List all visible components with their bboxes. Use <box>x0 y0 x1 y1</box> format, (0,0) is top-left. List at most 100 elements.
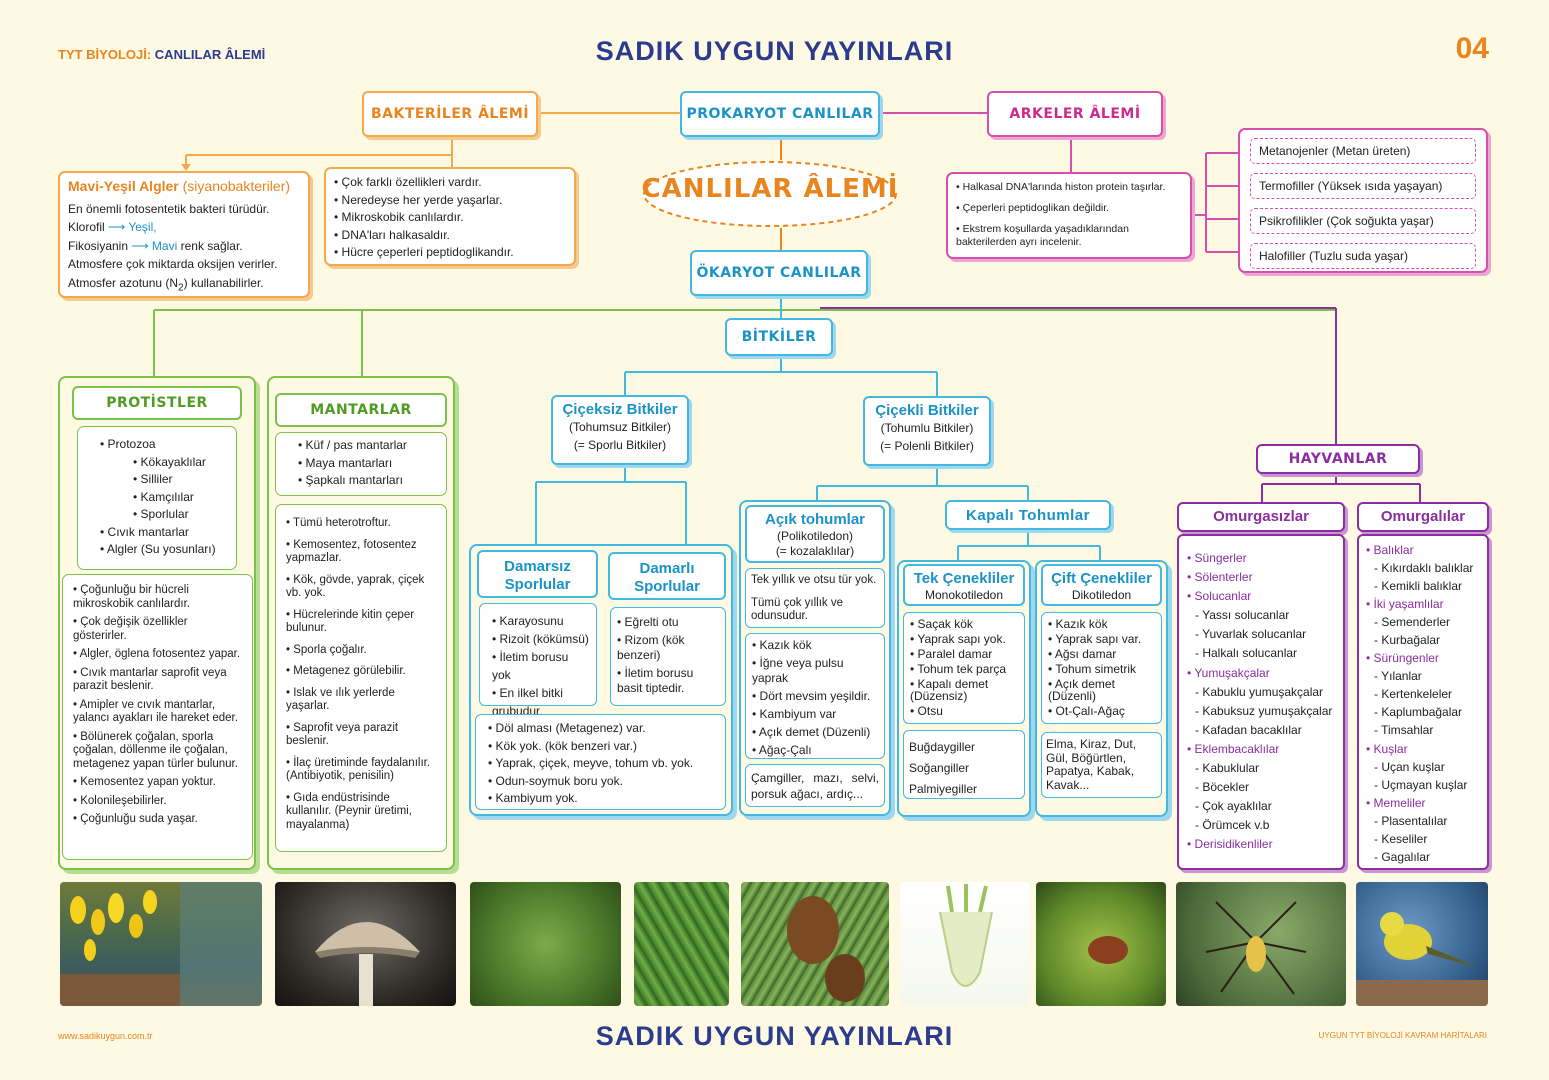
protist-feature: • Cıvık mantarlar saprofit veya parazit … <box>73 666 227 693</box>
omurgali-category: • Sürüngenler <box>1366 651 1439 666</box>
okaryot-title: ÖKARYOT CANLILAR <box>690 250 868 296</box>
omurgasiz-category: • Solucanlar <box>1187 589 1252 604</box>
omurgasiz-subitem: - Kabuksuz yumuşakçalar <box>1195 703 1333 718</box>
algae-line-5-sub: 2 <box>178 281 184 293</box>
cift-item: • Ağsı damar <box>1048 647 1117 661</box>
mantar-feature: • Islak ve ılık yerlerde yaşarlar. <box>286 686 395 713</box>
ciceksiz-sub1: (Tohumsuz Bitkiler) <box>568 420 672 434</box>
omurgali-subitem: - Plasentalılar <box>1374 813 1448 828</box>
bakteri-feature-text: Hücre çeperleri peptidoglikandır. <box>341 245 514 259</box>
mantar-type-text: Küf / pas mantarlar <box>305 438 407 452</box>
acik-sub2: (= kozalaklılar) <box>775 544 855 558</box>
center-title-cloud <box>643 161 897 227</box>
damarsiz-item: • İletim borusu yok <box>492 650 569 682</box>
arkeler-feature-text: Çeperleri peptidoglikan değildir. <box>962 202 1110 214</box>
mantar-feature-text: Islak ve ılık yerlerde yaşarlar. <box>286 686 395 713</box>
mantar-feature: • Tümü heterotroftur. <box>286 517 391 529</box>
mantar-type-text: Maya mantarları <box>305 455 393 470</box>
sporlu-feature-text: Kambiyum yok. <box>495 791 578 805</box>
damarli-item: • Rizom (kök benzeri) <box>617 633 685 662</box>
mantar-feature-text: Kök, gövde, yaprak, çiçek vb. yok. <box>286 573 425 600</box>
protist-feature: • Amipler ve cıvık mantarlar, yalancı ay… <box>73 698 238 725</box>
protistler-groups: • Protozoa • Kökayaklılar • Silliler • K… <box>77 426 237 570</box>
bakteri-feature: • Neredeyse her yerde yaşarlar. <box>334 192 503 207</box>
cift-sub: Dikotiledon <box>1071 588 1132 602</box>
slime-mold-and-algae-photo <box>60 882 262 1006</box>
cift-items: • Kazık kök • Yaprak sapı var. • Ağsı da… <box>1041 612 1162 724</box>
acik-item-text: Dört mevsim yeşildir. <box>759 689 871 703</box>
cift-item-text: Açık demet (Düzenli) <box>1048 677 1115 703</box>
subject-header: TYT BİYOLOJİ: CANLILAR ÂLEMİ <box>58 47 265 62</box>
mavi-yesil-algler-title: Mavi-Yeşil Algler <box>68 178 179 194</box>
acik-note-2: Tümü çok yıllık ve odunsudur. <box>751 596 844 623</box>
protozoa-item: • Kamçılılar <box>133 489 194 504</box>
series-name: UYGUN TYT BİYOLOJİ KAVRAM HARİTALARI <box>1318 1031 1487 1040</box>
bakteriler-alemi-title: BAKTERİLER ÂLEMİ <box>362 91 538 137</box>
page-number: 04 <box>1455 32 1489 65</box>
mantar-type-text: Şapkalı mantarları <box>305 473 403 487</box>
damarli-sporlular-title: Damarlı Sporlular <box>608 552 726 600</box>
sporlu-feature: • Kambiyum yok. <box>488 791 578 805</box>
tek-item-text: Paralel damar <box>917 647 993 661</box>
damarsiz-items: • Karayosunu • Rizoit (kökümsü) • İletim… <box>479 603 597 718</box>
acik-item: • Açık demet (Düzenli) <box>752 725 871 739</box>
mantarlar-features: • Tümü heterotroftur. • Kemosentez, foto… <box>275 504 447 852</box>
acik-item-text: Kambiyum var <box>759 707 837 721</box>
tek-sub: Monokotiledon <box>924 588 1004 602</box>
algae-line-5: Atmosfer azotunu (N2) kullanabilirler. <box>68 274 300 298</box>
damarsiz-item: • Karayosunu <box>492 614 564 628</box>
arkeler-feature: • Çeperleri peptidoglikan değildir. <box>956 202 1110 214</box>
omurgali-subitem: - Keseliler <box>1374 831 1428 846</box>
omurgasiz-subitem: - Böcekler <box>1195 780 1250 795</box>
mantar-feature: • İlaç üretiminde faydalanılır. (Antibiy… <box>286 756 431 783</box>
protist-feature: • Çok değişik özellikler gösterirler. <box>73 616 188 642</box>
bakteri-feature: • Mikroskobik canlılardır. <box>334 210 464 224</box>
mantar-feature-text: Sporla çoğalır. <box>293 643 367 656</box>
damarsiz-item-text: Rizoit (kökümsü) <box>499 632 589 646</box>
omurgali-subitem: - Gagalılar <box>1374 849 1431 864</box>
protist-feature-text: Amipler ve cıvık mantarlar, yalancı ayak… <box>73 698 238 725</box>
omurgali-category-text: Memeliler <box>1373 795 1426 810</box>
omurgasiz-subitem: - Halkalı solucanlar <box>1195 646 1298 661</box>
mavi-yesil-algler-heading: Mavi-Yeşil Algler (siyanobakteriler) <box>68 177 300 196</box>
protist-group: • Algler (Su yosunları) <box>100 542 216 556</box>
ciceksiz-title: Çiçeksiz Bitkiler <box>562 401 678 418</box>
arkeler-alemi-title: ARKELER ÂLEMİ <box>987 91 1163 137</box>
website-link[interactable]: www.sadikuygun.com.tr <box>58 1031 153 1041</box>
omurgali-category-text: Balıklar <box>1373 543 1414 557</box>
protist-feature: • Kemosentez yapan yoktur. <box>73 776 216 788</box>
protozoa-item-text: Kamçılılar <box>140 489 194 504</box>
damarsiz-item: • Rizoit (kökümsü) <box>492 632 589 646</box>
mantar-feature: • Gıda endüstrisinde kullanılır. (Peynir… <box>286 791 412 831</box>
mantar-type: • Küf / pas mantarlar <box>298 438 407 452</box>
cift-item-text: Ot-Çalı-Ağaç <box>1055 704 1125 718</box>
protist-feature-text: Kemosentez yapan yoktur. <box>80 776 216 788</box>
tek-item-text: Kapalı demet (Düzensiz) <box>910 677 989 703</box>
tek-example: Soğangiller <box>909 761 970 775</box>
damarsiz-title-2: Sporlular <box>504 576 571 593</box>
tek-items: • Saçak kök • Yaprak sapı yok. • Paralel… <box>903 612 1025 724</box>
omurgali-subitem: - Yılanlar <box>1374 669 1422 684</box>
protistler-features: • Çoğunluğu bir hücreli mikroskobik canl… <box>62 574 253 860</box>
fikosiyanin-rest: renk sağlar. <box>180 238 243 253</box>
mantar-feature-text: Kemosentez, fotosentez yapmazlar. <box>286 538 417 565</box>
arkeler-type-item: Halofiller (Tuzlu suda yaşar) <box>1250 243 1476 269</box>
damarli-title-1: Damarlı <box>639 560 695 577</box>
omurgali-subitem: - Semenderler <box>1374 615 1451 630</box>
protist-group: • Cıvık mantarlar <box>100 524 189 539</box>
ciceksiz-sub2: (= Sporlu Bitkiler) <box>573 438 667 452</box>
protist-group-text: Cıvık mantarlar <box>107 524 189 539</box>
omurgasiz-category: • Derisidikenliler <box>1187 837 1273 852</box>
tek-item: • Kapalı demet (Düzensiz) <box>910 677 989 703</box>
mavi-yesil-algler-paren: (siyanobakteriler) <box>182 178 291 194</box>
cift-examples: Elma, Kiraz, Dut, Gül, Böğürtlen, Papaty… <box>1041 732 1162 798</box>
algae-line-5b: ) kullanabilirler. <box>183 275 264 290</box>
omurgasiz-category-text: Yumuşakçalar <box>1194 665 1270 680</box>
omurgali-subitem: - Kurbağalar <box>1374 633 1441 648</box>
damarsiz-sporlular-title: Damarsız Sporlular <box>477 550 598 598</box>
prokaryot-title: PROKARYOT CANLILAR <box>680 91 880 137</box>
tek-example: Palmiyegiller <box>909 782 978 796</box>
tek-item-text: Otsu <box>917 704 943 718</box>
sporlu-feature: • Kök yok. (kök benzeri var.) <box>488 738 637 753</box>
